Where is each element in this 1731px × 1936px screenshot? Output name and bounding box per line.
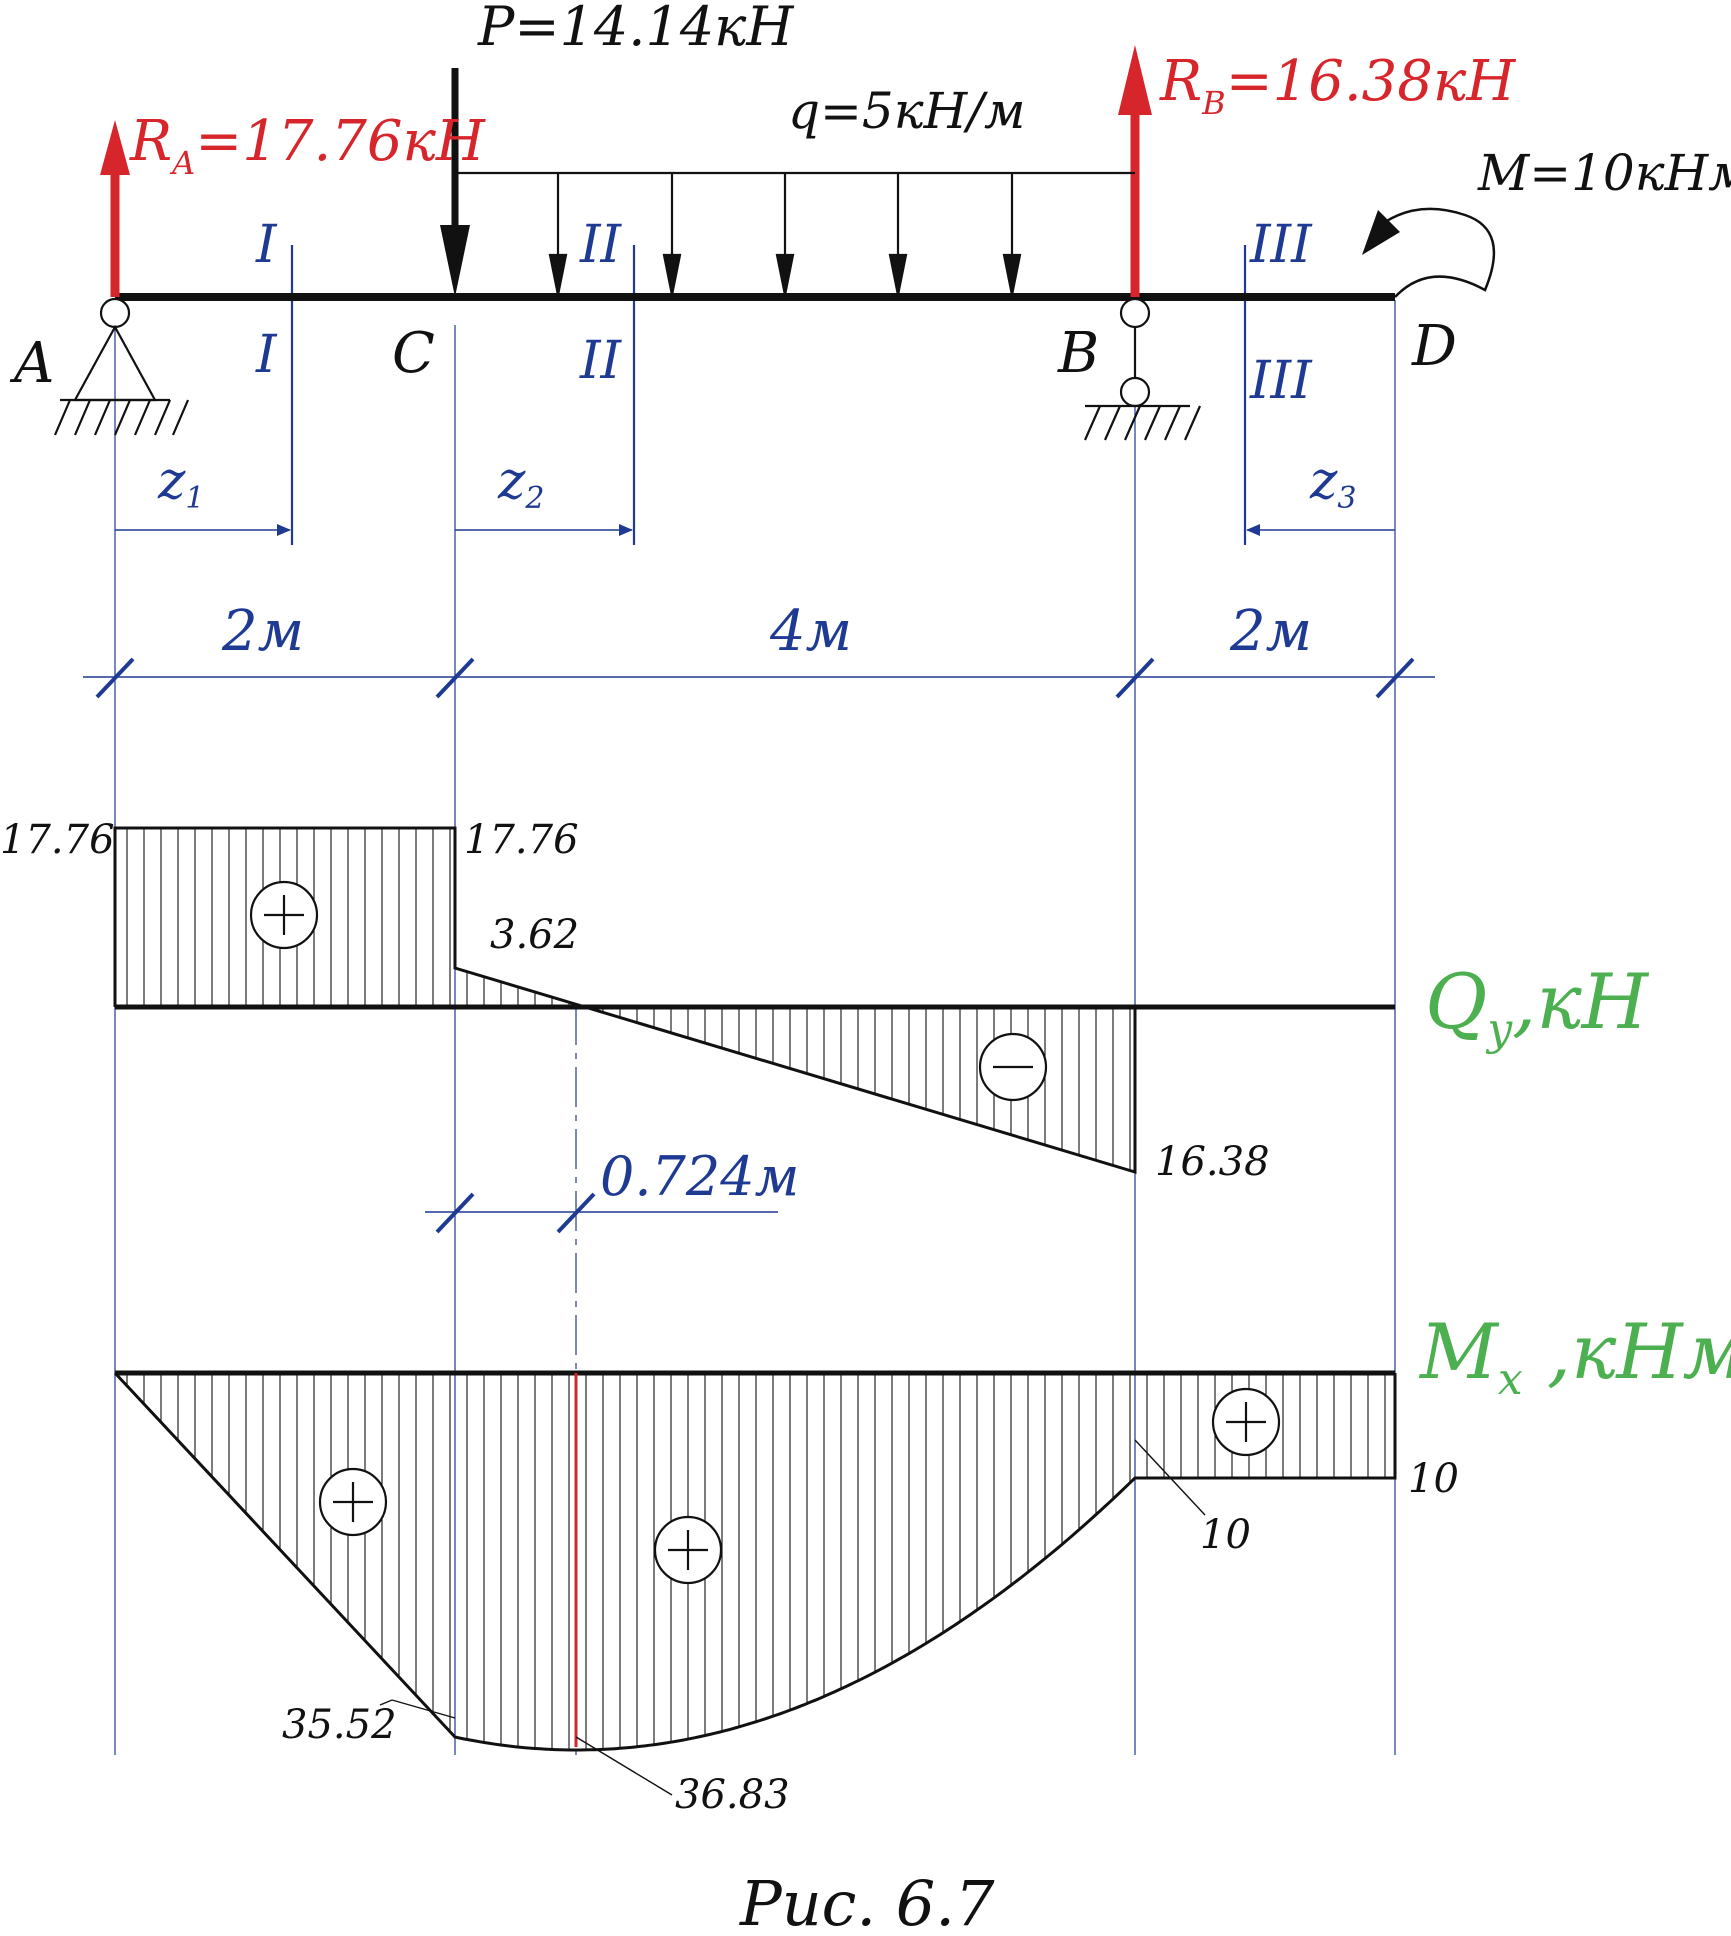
moment-M-label: M=10кНм xyxy=(1477,144,1731,202)
reaction-RB-label: RB=16.38кН xyxy=(1159,49,1516,122)
leader-lines xyxy=(379,1439,1206,1796)
section-I-bottom: I xyxy=(255,325,278,385)
shear-value-C2: 3.62 xyxy=(490,912,579,958)
pin-support-icon xyxy=(53,297,190,436)
load-P-label: P=14.14кН xyxy=(477,0,794,58)
figure-caption: Рис. 6.7 xyxy=(739,1867,995,1936)
span-CB-label: 4м xyxy=(769,599,852,664)
point-C-label: C xyxy=(392,321,435,386)
force-arrow-icon xyxy=(440,68,470,297)
coord-z1-label: z1 xyxy=(157,451,205,516)
section-II-bottom: II xyxy=(579,331,623,391)
shear-diagram xyxy=(113,826,1395,1234)
roller-support-icon xyxy=(1083,297,1202,441)
reaction-RA-arrow xyxy=(100,120,130,297)
coord-z3-label: z3 xyxy=(1309,451,1357,516)
span-AC-label: 2м xyxy=(221,599,304,664)
minus-sign-icon xyxy=(978,1032,1048,1102)
reaction-RB-arrow xyxy=(1118,45,1152,297)
section-I-top: I xyxy=(255,215,278,275)
shear-value-C: 17.76 xyxy=(464,817,579,863)
shear-outline xyxy=(113,826,1137,1175)
moment-value-D: 10 xyxy=(1408,1456,1459,1502)
reaction-RA-label: RA=17.76кН xyxy=(129,109,486,182)
moment-hatching xyxy=(126,1373,1386,1750)
moment-diagram xyxy=(113,1370,1397,1796)
plus-sign-icon xyxy=(318,1387,1281,1585)
moment-value-B: 10 xyxy=(1200,1512,1251,1558)
point-D-label: D xyxy=(1411,314,1457,379)
point-A-label: A xyxy=(9,331,54,396)
shear-diagram-title: Qy,кН xyxy=(1425,957,1650,1055)
load-q-label: q=5кН/м xyxy=(788,82,1025,140)
section-II-top: II xyxy=(579,215,623,275)
point-B-label: B xyxy=(1057,321,1099,386)
moment-value-max: 36.83 xyxy=(675,1772,790,1818)
shear-hatching xyxy=(126,828,1131,1171)
dimension-line xyxy=(83,657,1435,699)
plus-sign-icon xyxy=(249,880,319,950)
moment-outline xyxy=(113,1371,1397,1752)
section-III-bottom: III xyxy=(1249,351,1313,411)
section-III-top: III xyxy=(1249,215,1313,275)
moment-value-C: 35.52 xyxy=(282,1702,397,1748)
shear-value-A: 17.76 xyxy=(0,817,115,863)
span-BD-label: 2м xyxy=(1229,599,1312,664)
zero-point-dimension xyxy=(425,1192,778,1234)
section-cuts xyxy=(290,245,1247,545)
moment-diagram-title: Mx ,кНм xyxy=(1418,1307,1731,1405)
distributed-load xyxy=(455,171,1135,296)
moment-arrow-icon xyxy=(1362,207,1496,298)
shear-zero-distance: 0.724м xyxy=(600,1145,799,1208)
shear-value-B: 16.38 xyxy=(1155,1139,1270,1185)
coord-z2-label: z2 xyxy=(497,451,545,516)
